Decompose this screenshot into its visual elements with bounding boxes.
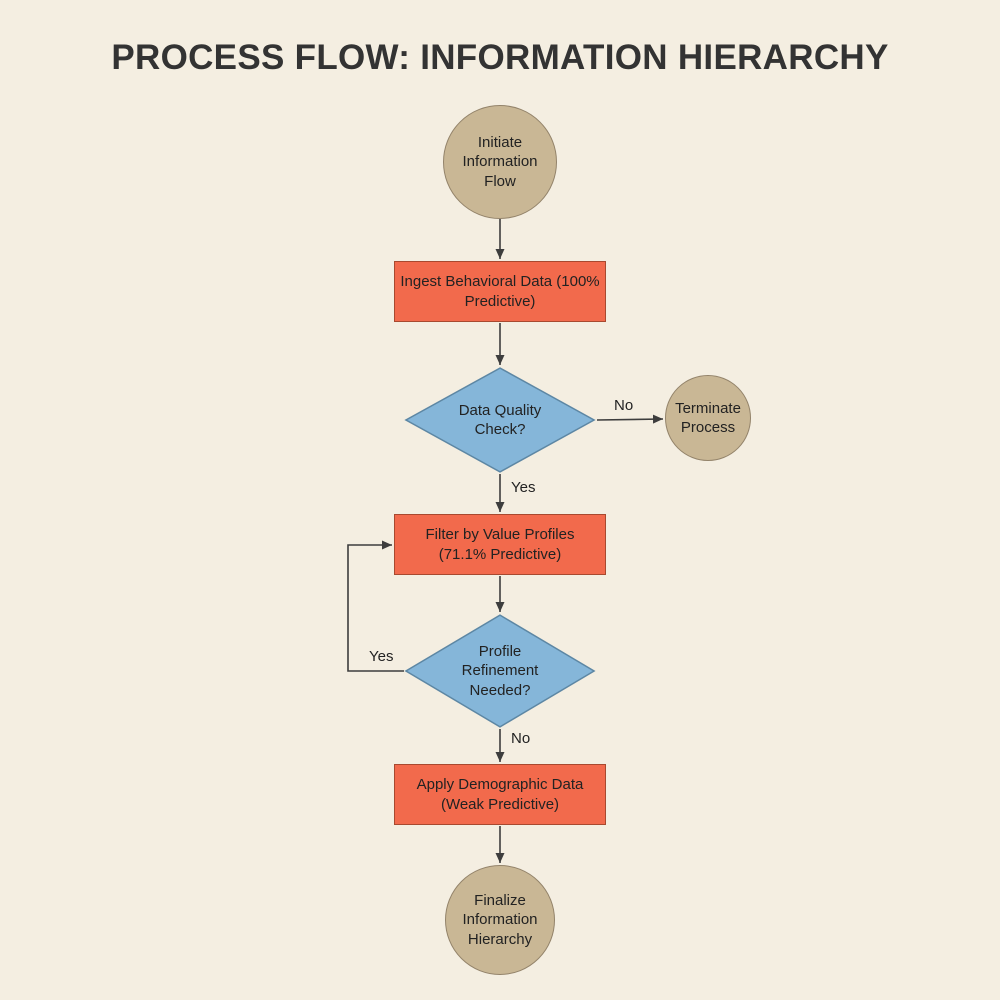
edge-quality-to-terminate [596, 414, 664, 424]
edge-label-refinement-no: No [511, 730, 531, 747]
node-finalize-terminal: Finalize Information Hierarchy [445, 865, 555, 975]
edge-label-quality-no: No [614, 397, 634, 414]
diamond-shape [404, 614, 596, 728]
page-title: PROCESS FLOW: INFORMATION HIERARCHY [111, 38, 889, 77]
node-terminate-label: Terminate Process [675, 399, 741, 437]
node-quality-decision: Data Quality Check? [404, 367, 596, 473]
node-filter-label: Filter by Value Profiles (71.1% Predicti… [425, 526, 575, 563]
edge-refinement-loop-to-filter [347, 540, 404, 672]
node-start-label: Initiate Information Flow [462, 133, 538, 190]
node-demographic-label: Apply Demographic Data (Weak Predictive) [416, 776, 584, 813]
node-demographic-process: Apply Demographic Data (Weak Predictive) [394, 764, 606, 825]
edge-label-quality-yes: Yes [511, 479, 536, 496]
node-refinement-label: Profile Refinement Needed? [461, 642, 539, 699]
node-refinement-decision: Profile Refinement Needed? [404, 614, 596, 728]
node-start-terminal: Initiate Information Flow [443, 105, 557, 219]
node-ingest-label: Ingest Behavioral Data (100% Predictive) [400, 273, 600, 310]
edge-label-refinement-yes: Yes [369, 648, 394, 665]
diamond-shape [404, 367, 596, 473]
node-ingest-process: Ingest Behavioral Data (100% Predictive) [394, 261, 606, 322]
node-terminate-terminal: Terminate Process [665, 375, 751, 461]
node-quality-label: Data Quality Check? [458, 401, 542, 439]
node-finalize-label: Finalize Information Hierarchy [462, 891, 538, 948]
node-filter-process: Filter by Value Profiles (71.1% Predicti… [394, 514, 606, 575]
